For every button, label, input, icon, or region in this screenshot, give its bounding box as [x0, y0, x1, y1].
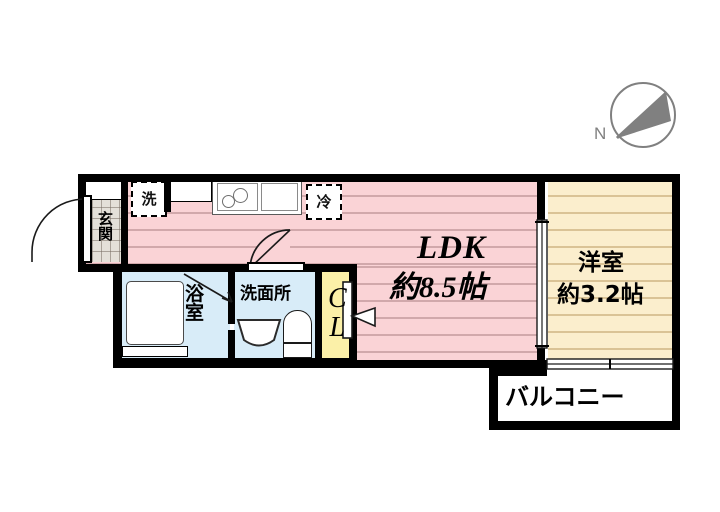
balcony-label: バルコニー [505, 383, 625, 411]
wall-bath-washroom-lower [228, 330, 235, 360]
kitchen-sink [261, 183, 298, 211]
bathtub [126, 281, 184, 345]
wall-entrance-right [121, 181, 128, 266]
washer-label: 洗 [141, 189, 157, 208]
ldk-area-label: 約8.5帖 [389, 271, 487, 304]
wall-washer-right [164, 178, 171, 212]
wall-balcony-top-left [489, 368, 547, 376]
bathroom-label: 浴 室 [185, 283, 205, 325]
vanity-mirror [283, 310, 312, 343]
compass-rose: N [594, 80, 678, 150]
closet-label-l: L [329, 311, 346, 343]
closet-label-c: C [328, 283, 347, 314]
compass-north-label: N [594, 124, 607, 143]
yoshitsu-floor [548, 181, 672, 363]
yoshitsu-window [546, 174, 674, 182]
balcony-sliding-door[interactable] [546, 357, 674, 371]
stove-burner-back [233, 188, 248, 203]
washroom-label: 洗面所 [240, 284, 291, 304]
wall-yoshitsu-bottom-left [537, 360, 551, 368]
wall-balcony-bottom [489, 421, 680, 430]
refrigerator-label: 冷 [316, 192, 332, 211]
bath-ledge [122, 346, 188, 357]
entrance-door[interactable] [30, 195, 92, 268]
wall-ldk-bottom [349, 360, 545, 368]
entrance-tile-floor [92, 196, 121, 262]
stove-burner-front [222, 195, 235, 208]
bathroom-label-char2: 室 [185, 302, 205, 325]
wall-bath-washroom [228, 272, 235, 324]
wall-washroom-closet [315, 272, 322, 360]
compass-icon [610, 82, 676, 148]
bathroom-door[interactable] [182, 272, 234, 306]
wall-exterior-top [78, 174, 680, 182]
ldk-yoshitsu-sliding-door[interactable] [535, 219, 549, 349]
yoshitsu-label: 洋室 [578, 250, 624, 276]
ldk-floor-lower [355, 266, 537, 363]
closet-label: C L [328, 283, 347, 343]
wall-entrance-bottom [78, 264, 122, 272]
wall-wet-block-bottom [113, 358, 357, 368]
bathroom-label-char1: 浴 [185, 283, 205, 305]
wall-exterior-right [672, 174, 680, 430]
vanity-basin [283, 343, 312, 358]
wall-balcony-left [489, 368, 498, 430]
yoshitsu-area-label: 約3.2帖 [557, 282, 644, 308]
wall-exterior-left-lower [113, 266, 122, 368]
entrance-label-char2: 関 [98, 225, 114, 244]
entrance-label: 玄 関 [98, 210, 114, 244]
washer-space: 洗 [131, 181, 167, 217]
toilet [236, 319, 282, 347]
refrigerator-space: 冷 [306, 184, 342, 220]
closet-door[interactable] [342, 281, 383, 350]
entrance-label-char1: 玄 [98, 210, 114, 228]
balcony-floor [497, 375, 672, 430]
washroom-door[interactable] [234, 229, 306, 272]
ldk-label: LDK [417, 230, 486, 266]
wall-ldk-wet-divider [113, 264, 357, 272]
